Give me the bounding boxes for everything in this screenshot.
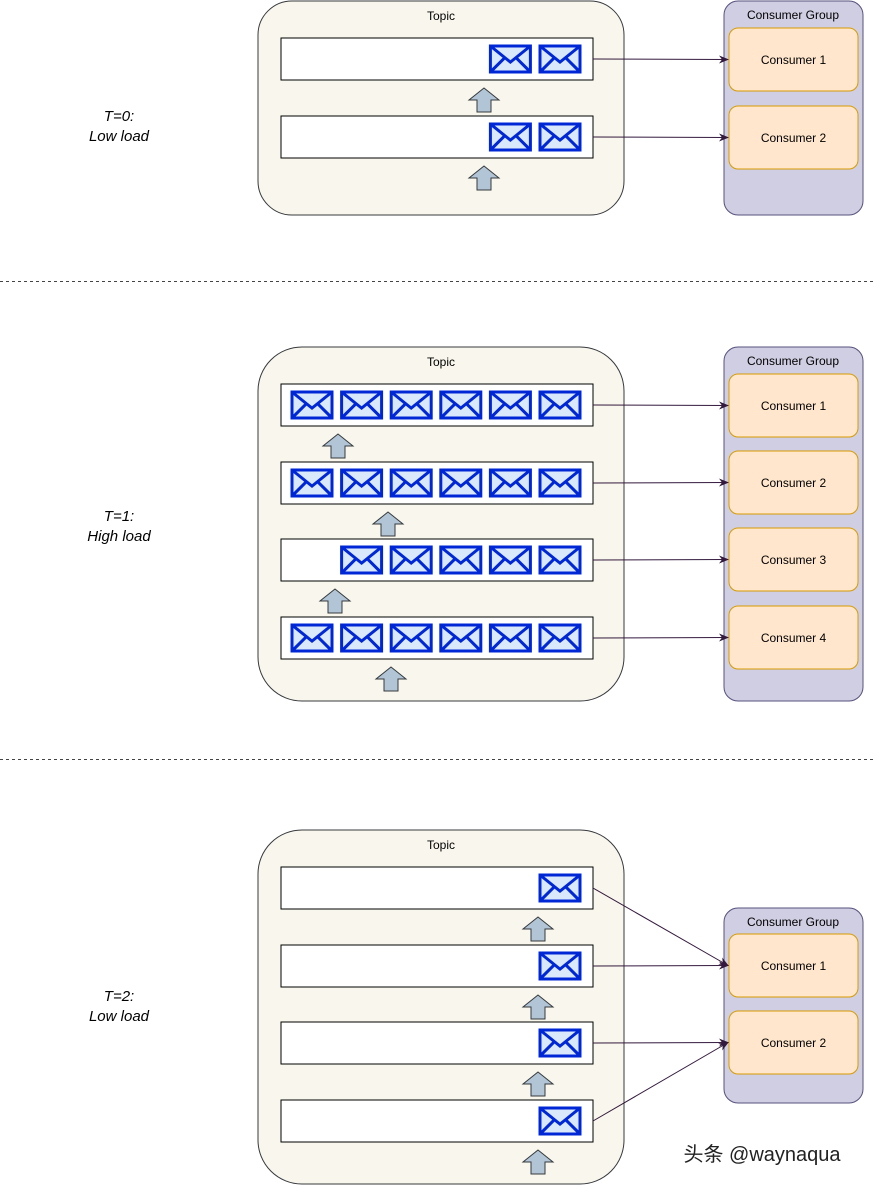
- panel-label-line1: T=0:: [104, 108, 134, 125]
- message-envelope-icon: [538, 122, 582, 152]
- message-envelope-icon: [538, 468, 582, 498]
- consumer-box: Consumer 1: [728, 27, 859, 92]
- message-envelope-icon: [488, 44, 532, 74]
- panel-label-line2: High load: [87, 528, 151, 545]
- consumer-group-title: Consumer Group: [747, 354, 839, 368]
- partition-queue: [280, 944, 594, 988]
- partition-queue: [280, 1099, 594, 1143]
- produce-arrow-icon: [521, 1149, 555, 1175]
- consumer-box: Consumer 2: [728, 105, 859, 170]
- consumer-label: Consumer 2: [761, 131, 827, 145]
- message-envelope-icon: [439, 623, 483, 653]
- watermark: 头条 @waynaqua: [683, 1143, 841, 1166]
- partition-queue: [280, 115, 594, 159]
- message-envelope-icon: [290, 623, 334, 653]
- partition-consumer-connector: [592, 555, 729, 564]
- consumer-box: Consumer 3: [728, 527, 859, 592]
- consumer-label: Consumer 1: [761, 399, 827, 413]
- topic-title: Topic: [427, 838, 455, 852]
- partition-consumer-connector: [592, 961, 729, 970]
- partition-queue: [280, 1021, 594, 1065]
- panel-label-line1: T=2:: [104, 988, 134, 1005]
- panel-t2: T=2: Low load Topic Consumer Group Consu…: [89, 829, 864, 1185]
- message-envelope-icon: [538, 390, 582, 420]
- message-envelope-icon: [538, 951, 582, 981]
- partition-queue: [280, 37, 594, 81]
- message-envelope-icon: [340, 468, 384, 498]
- produce-arrow-icon: [318, 588, 352, 614]
- message-envelope-icon: [439, 390, 483, 420]
- consumer-group-title: Consumer Group: [747, 915, 839, 929]
- message-envelope-icon: [538, 44, 582, 74]
- partition-queue: [280, 616, 594, 660]
- message-envelope-icon: [488, 390, 532, 420]
- partition-queue: [280, 383, 594, 427]
- topic-box: [257, 346, 625, 702]
- message-envelope-icon: [389, 468, 433, 498]
- produce-arrow-icon: [467, 87, 501, 113]
- partition-consumer-connector: [592, 887, 729, 966]
- consumer-label: Consumer 4: [761, 631, 827, 645]
- consumer-box: Consumer 2: [728, 450, 859, 515]
- produce-arrow-icon: [374, 666, 408, 692]
- consumer-label: Consumer 2: [761, 1036, 827, 1050]
- consumer-label: Consumer 3: [761, 553, 827, 567]
- message-envelope-icon: [488, 545, 532, 575]
- consumer-box: Consumer 1: [728, 933, 859, 998]
- message-envelope-icon: [488, 468, 532, 498]
- message-envelope-icon: [538, 1028, 582, 1058]
- message-envelope-icon: [488, 122, 532, 152]
- consumer-label: Consumer 1: [761, 53, 827, 67]
- panel-label-line1: T=1:: [104, 508, 134, 525]
- produce-arrow-icon: [321, 433, 355, 459]
- topic-title: Topic: [427, 9, 455, 23]
- partition-queue: [280, 538, 594, 582]
- message-envelope-icon: [340, 545, 384, 575]
- message-envelope-icon: [389, 623, 433, 653]
- partition-consumer-connector: [592, 55, 729, 64]
- partition-consumer-connector: [592, 478, 729, 487]
- topic-box: [257, 0, 625, 216]
- consumer-box: Consumer 1: [728, 373, 859, 438]
- produce-arrow-icon: [371, 511, 405, 537]
- message-envelope-icon: [389, 545, 433, 575]
- message-envelope-icon: [340, 390, 384, 420]
- produce-arrow-icon: [467, 165, 501, 191]
- message-envelope-icon: [538, 873, 582, 903]
- message-envelope-icon: [290, 468, 334, 498]
- message-envelope-icon: [488, 623, 532, 653]
- topic-title: Topic: [427, 355, 455, 369]
- panel-label-line2: Low load: [89, 1008, 150, 1025]
- message-envelope-icon: [439, 468, 483, 498]
- message-envelope-icon: [439, 545, 483, 575]
- partition-consumer-connector: [592, 133, 729, 142]
- message-envelope-icon: [389, 390, 433, 420]
- message-envelope-icon: [538, 545, 582, 575]
- consumer-group-title: Consumer Group: [747, 8, 839, 22]
- message-envelope-icon: [290, 390, 334, 420]
- produce-arrow-icon: [521, 1071, 555, 1097]
- partition-consumer-connector: [592, 1038, 729, 1047]
- consumer-label: Consumer 1: [761, 959, 827, 973]
- panel-label-line2: Low load: [89, 128, 150, 145]
- partition-consumer-connector: [592, 633, 729, 642]
- message-envelope-icon: [538, 1106, 582, 1136]
- message-envelope-icon: [340, 623, 384, 653]
- partition-queue: [280, 461, 594, 505]
- panel-t1: T=1: High load Topic Consumer Group Cons…: [87, 346, 864, 702]
- partition-consumer-connector: [592, 1041, 729, 1122]
- consumer-box: Consumer 4: [728, 605, 859, 670]
- panel-t0: T=0: Low load Topic Consumer Group Consu…: [89, 0, 864, 216]
- consumer-label: Consumer 2: [761, 476, 827, 490]
- message-envelope-icon: [538, 623, 582, 653]
- produce-arrow-icon: [521, 916, 555, 942]
- produce-arrow-icon: [521, 994, 555, 1020]
- consumer-box: Consumer 2: [728, 1010, 859, 1075]
- partition-queue: [280, 866, 594, 910]
- partition-consumer-connector: [592, 401, 729, 410]
